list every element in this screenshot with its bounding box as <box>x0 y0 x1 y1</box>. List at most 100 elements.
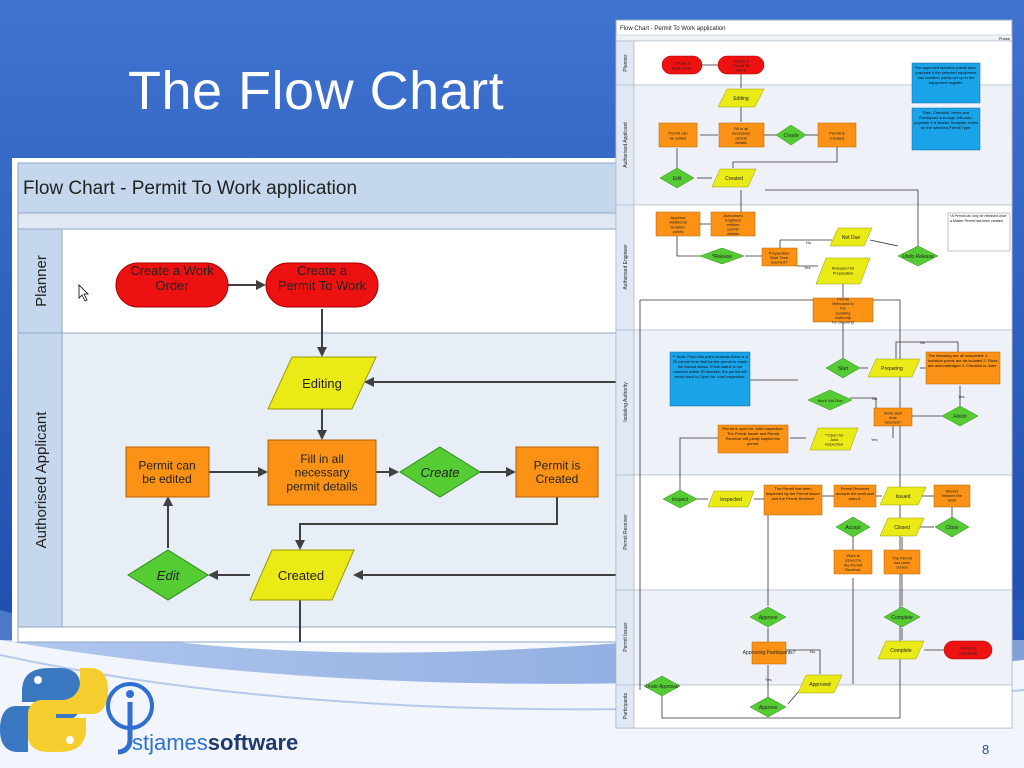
full-node-issued: Issued <box>896 494 911 500</box>
node-created <box>249 549 355 601</box>
full-node-created: Created <box>725 176 743 182</box>
full-node-not-due: Not Due <box>842 235 861 241</box>
full-label-yes-1: Yes <box>804 265 811 270</box>
full-node-editing: Editing <box>733 96 749 102</box>
full-node-approve: Approve <box>758 615 778 621</box>
full-label-no-1: No <box>806 240 812 245</box>
node-editing-label: Editing <box>302 376 342 391</box>
zoomed-header-title: Flow Chart - Permit To Work application <box>23 178 357 199</box>
full-node-approving-part: Approving Participants? <box>743 650 796 656</box>
full-label-yes-2: Yes <box>958 394 965 399</box>
node-permit-edited <box>125 446 210 498</box>
full-note-3: *A Permit can only be released once a Ma… <box>950 214 1007 223</box>
full-lane-label-1: Authorised Applicant <box>623 122 629 168</box>
full-node-approve2: Approve <box>758 705 778 711</box>
zoomed-arrowheads <box>163 280 516 580</box>
full-node-closed: Closed <box>894 525 910 531</box>
lane-header-planner <box>17 228 63 334</box>
full-node-accept: Accept <box>844 525 861 531</box>
python-yellow-icon <box>28 668 108 752</box>
full-node-undo-release: Undo Release <box>902 254 934 260</box>
stjames-logo-icon <box>106 682 154 755</box>
full-node-finish: Finish <box>953 414 967 420</box>
node-edit-label: Edit <box>157 568 181 583</box>
full-node-complete-diamond: Complete <box>891 615 913 621</box>
full-node-complete-para: Complete <box>890 648 912 654</box>
full-node-inspect: Inspect <box>672 497 689 503</box>
full-node-release: *Release <box>712 254 733 260</box>
slide-title: The Flow Chart <box>128 61 505 121</box>
zoomed-subheader <box>17 212 617 230</box>
full-node-work-not-due: Work Not Due <box>817 398 843 403</box>
full-corner-label: Phase <box>999 36 1011 41</box>
full-node-close: Close <box>946 525 959 531</box>
node-create-label: Create <box>420 465 459 480</box>
full-lane-label-3: Isolating Authority <box>623 382 629 422</box>
page-number: 8 <box>982 742 990 757</box>
full-node-start: Start <box>838 366 849 372</box>
mouse-cursor-icon <box>78 284 89 302</box>
full-node-create: Create <box>783 133 798 139</box>
full-lane-label-5: Permit Issuer <box>623 622 629 652</box>
full-flowchart: Flow Chart - Permit To Work application … <box>615 19 1013 729</box>
lane-label-planner: Planner <box>33 255 50 307</box>
full-note-2: Risk, Checklist, Items and Participant s… <box>914 110 978 130</box>
node-permit-created <box>515 446 599 498</box>
slide-footer-band <box>0 640 1024 768</box>
full-label-no-4: No <box>810 649 816 654</box>
full-node-preparing: Preparing <box>881 366 903 372</box>
lane-label-authorised-applicant: Authorised Applicant <box>33 411 50 549</box>
full-node-undo-approval: Undo Approval <box>646 684 680 690</box>
python-logo <box>0 668 108 752</box>
full-note-1: Pre-approved isolation points auto-popul… <box>914 65 978 85</box>
full-node-pr-accepts: Permit Receiver accepts the work and doe… <box>836 486 874 501</box>
node-editing <box>267 356 377 410</box>
node-edit <box>127 549 209 601</box>
full-node-edit: Edit <box>673 176 682 182</box>
full-header-title: Flow Chart - Permit To Work application <box>620 26 725 32</box>
full-header-bar <box>615 34 1013 42</box>
full-lane-label-4: Permit Receiver <box>623 514 629 550</box>
lane-header-authorised-applicant <box>17 332 63 628</box>
full-lane-label-0: Planner <box>623 54 629 72</box>
full-node-pi-inspected: The Permit has been inspected by the Per… <box>766 486 820 501</box>
full-node-open-msg: Permit is open for Joint Inspection. The… <box>722 426 784 446</box>
full-node-inspected: Inspected <box>720 497 742 503</box>
node-create-permit <box>265 262 379 308</box>
full-node-approved: Approved <box>809 682 831 688</box>
node-create <box>399 446 481 498</box>
node-created-label: Created <box>278 568 324 583</box>
lane-next <box>17 626 617 643</box>
zoomed-header-bar <box>17 162 617 214</box>
full-label-no-2: No <box>920 340 926 345</box>
full-label-yes-4: Yes <box>765 677 772 682</box>
node-fill-in <box>267 439 377 506</box>
full-label-yes-3: Yes <box>871 437 878 442</box>
zoomed-flowchart: Flow Chart - Permit To Work application … <box>12 158 617 643</box>
full-lane-label-2: Authorised Engineer <box>623 244 629 290</box>
node-create-work-order <box>115 262 229 308</box>
